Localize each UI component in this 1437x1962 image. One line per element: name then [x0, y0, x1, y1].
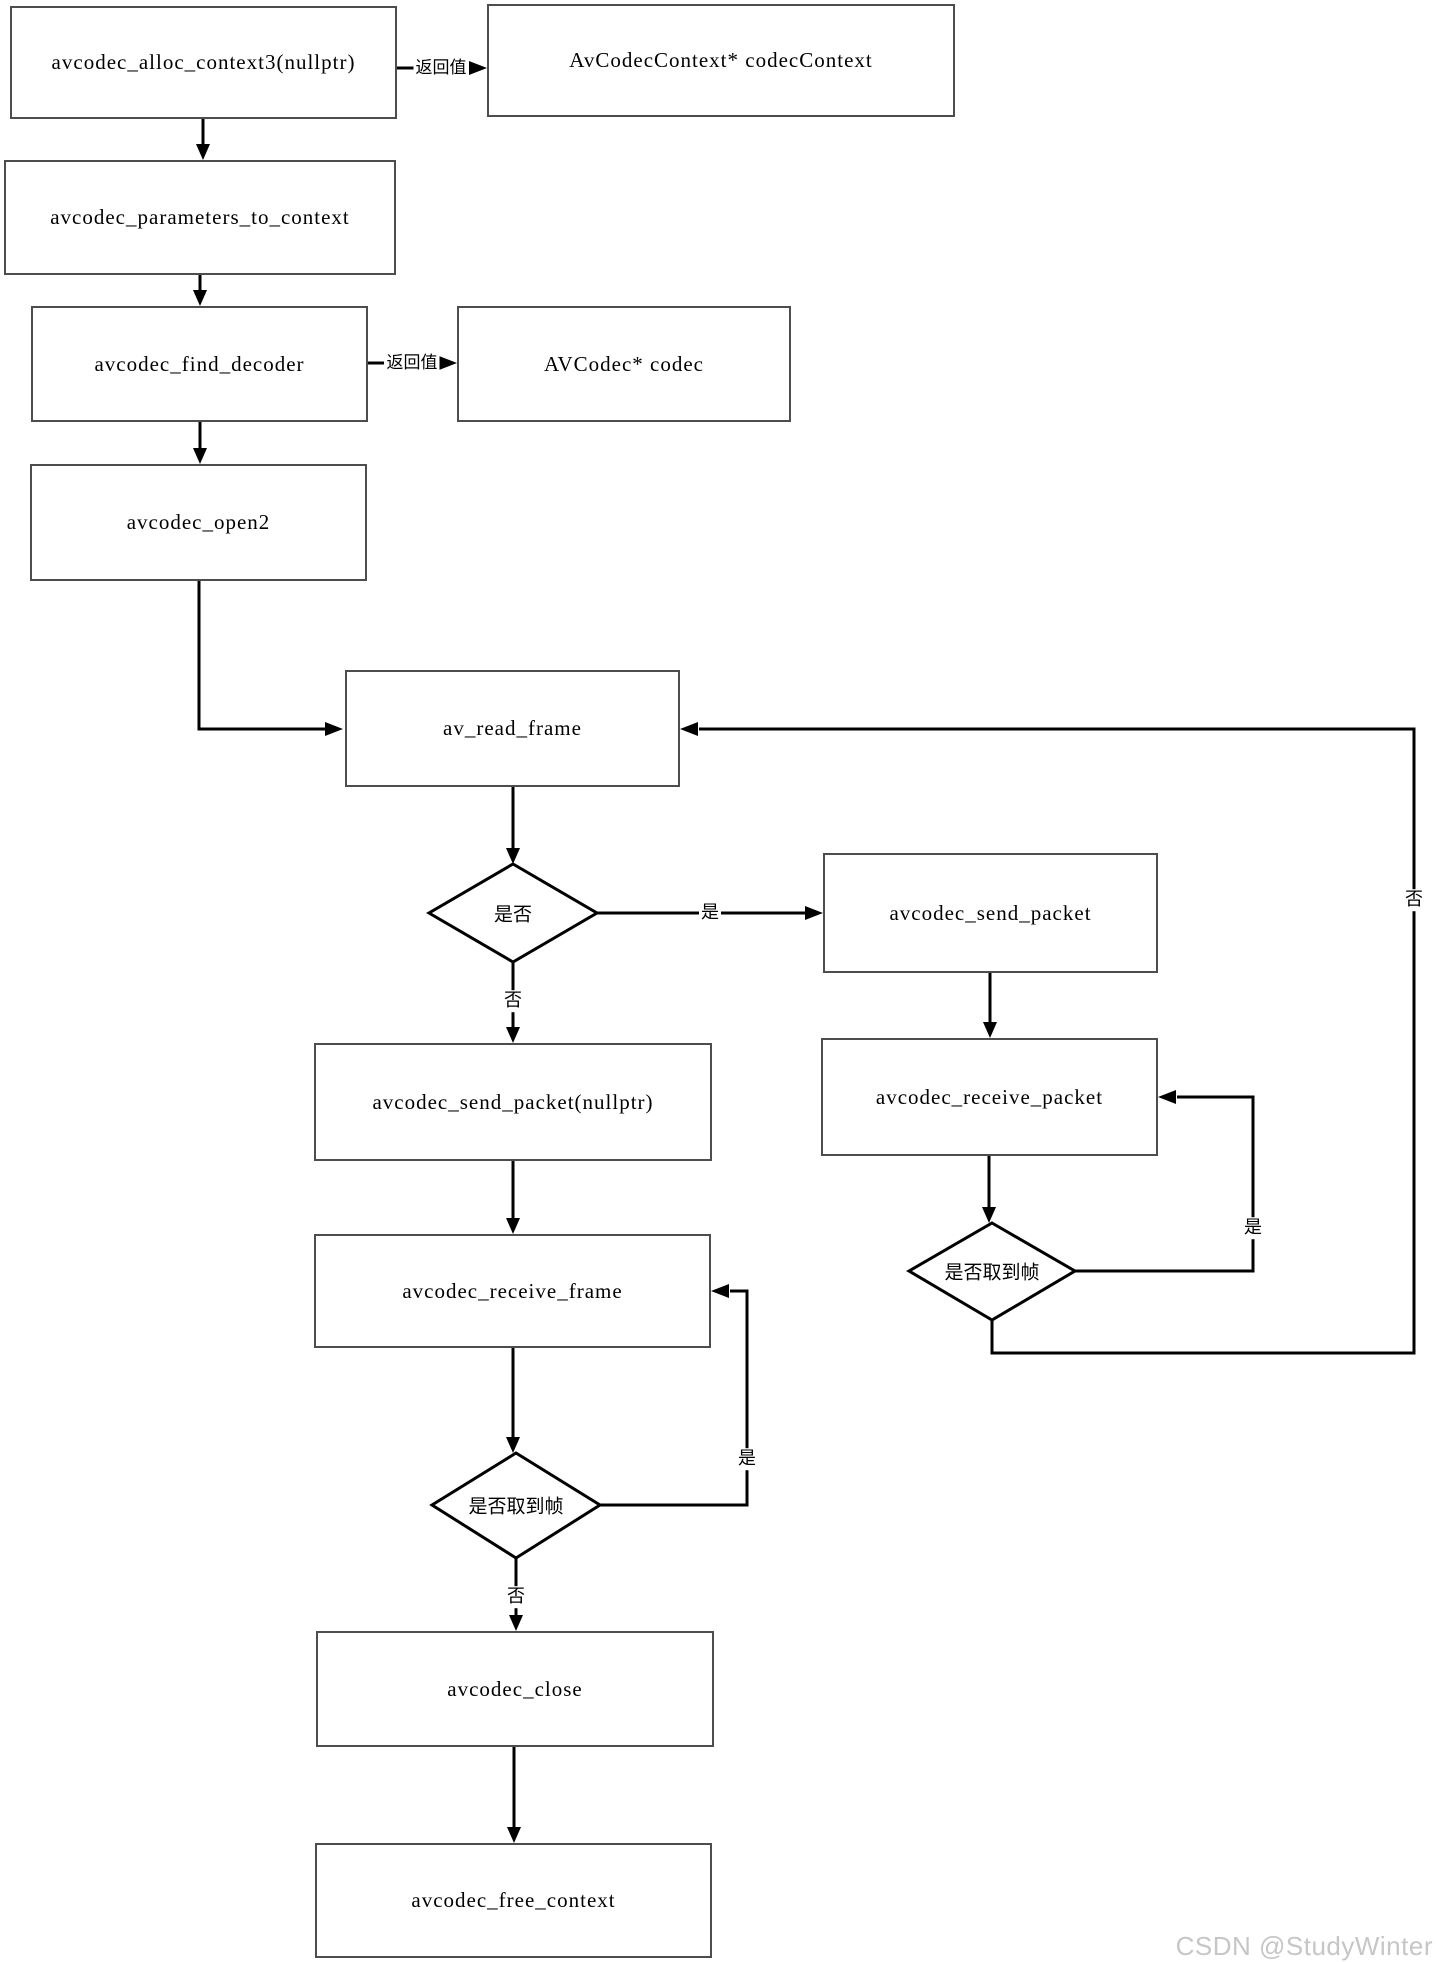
node-avcodec-receive-packet: avcodec_receive_packet — [821, 1038, 1158, 1156]
edge-label-yes-packet-loop: 是 — [1242, 1217, 1264, 1239]
decision-read-label: 是否 — [493, 904, 533, 926]
node-avcodec-close: avcodec_close — [316, 1631, 714, 1747]
arrowheads — [193, 61, 1176, 1843]
node-avcodec-send-packet-nullptr: avcodec_send_packet(nullptr) — [314, 1043, 712, 1161]
edge-open2-to-readframe — [197, 581, 326, 731]
arrowhead — [439, 356, 457, 370]
edge-decisionpacket-yes-loop — [1075, 1095, 1255, 1273]
node-avcodec-parameters-to-context: avcodec_parameters_to_context — [4, 160, 396, 275]
edge-decisionframe-yes-loop — [600, 1289, 749, 1507]
node-avcodec-open2: avcodec_open2 — [30, 464, 367, 581]
node-label: avcodec_free_context — [411, 1888, 616, 1912]
arrowhead — [506, 1027, 520, 1043]
decision-got-frame-shape — [429, 1451, 603, 1560]
node-label: av_read_frame — [443, 716, 582, 740]
edge-decisionpacket-no-loop — [699, 727, 1416, 1355]
node-avcodec-codec: AVCodec* codec — [457, 306, 791, 422]
arrowhead — [325, 722, 343, 736]
arrowhead — [982, 1207, 996, 1223]
decision-read-shape — [426, 862, 600, 964]
node-avcodeccontext-codeccontext: AvCodecContext* codecContext — [487, 4, 955, 117]
decision-got-packet-shape — [906, 1221, 1078, 1322]
edge-label-no-read: 否 — [502, 990, 524, 1012]
node-label: AVCodec* codec — [544, 351, 704, 376]
node-av-read-frame: av_read_frame — [345, 670, 680, 787]
arrowhead — [1158, 1090, 1176, 1104]
arrowhead — [711, 1284, 729, 1298]
arrowhead — [506, 1437, 520, 1453]
edge-label-yes-read: 是 — [699, 902, 721, 924]
arrowhead — [506, 848, 520, 864]
edge-label-return-value-1: 返回值 — [413, 57, 469, 79]
node-label: avcodec_alloc_context3(nullptr) — [51, 50, 356, 74]
edge-label-yes-frame-loop: 是 — [736, 1448, 758, 1470]
node-avcodec-find-decoder: avcodec_find_decoder — [31, 306, 368, 422]
node-label: avcodec_open2 — [126, 510, 271, 534]
node-label: avcodec_close — [447, 1676, 583, 1701]
decision-got-packet-label: 是否取到帧 — [944, 1262, 1040, 1284]
arrowhead — [507, 1827, 521, 1843]
node-avcodec-receive-frame: avcodec_receive_frame — [314, 1234, 711, 1348]
node-avcodec-send-packet: avcodec_send_packet — [823, 853, 1158, 973]
arrowhead — [193, 290, 207, 306]
arrowhead — [469, 61, 487, 75]
node-label: avcodec_receive_frame — [402, 1278, 623, 1303]
arrowhead — [983, 1022, 997, 1038]
edge-label-no-frame: 否 — [505, 1586, 527, 1608]
node-label: avcodec_parameters_to_context — [50, 205, 350, 229]
arrowhead — [506, 1218, 520, 1234]
arrowhead — [196, 144, 210, 160]
arrowhead — [805, 906, 823, 920]
csdn-watermark: CSDN @StudyWinter — [1175, 1931, 1433, 1961]
node-label: avcodec_find_decoder — [94, 351, 305, 376]
decision-got-frame-label: 是否取到帧 — [468, 1496, 564, 1518]
edge-label-no-packet-loop: 否 — [1403, 889, 1425, 911]
decision-shapes — [426, 862, 1078, 1560]
node-label: avcodec_send_packet — [889, 900, 1092, 925]
node-label: avcodec_receive_packet — [875, 1084, 1104, 1109]
node-avcodec-free-context: avcodec_free_context — [315, 1843, 712, 1958]
arrowhead — [680, 722, 698, 736]
node-avcodec-alloc-context3: avcodec_alloc_context3(nullptr) — [10, 6, 397, 119]
arrowhead — [193, 448, 207, 464]
node-label: avcodec_send_packet(nullptr) — [372, 1089, 654, 1114]
edge-label-return-value-2: 返回值 — [384, 352, 440, 374]
node-label: AvCodecContext* codecContext — [569, 48, 873, 72]
arrowhead — [509, 1615, 523, 1631]
